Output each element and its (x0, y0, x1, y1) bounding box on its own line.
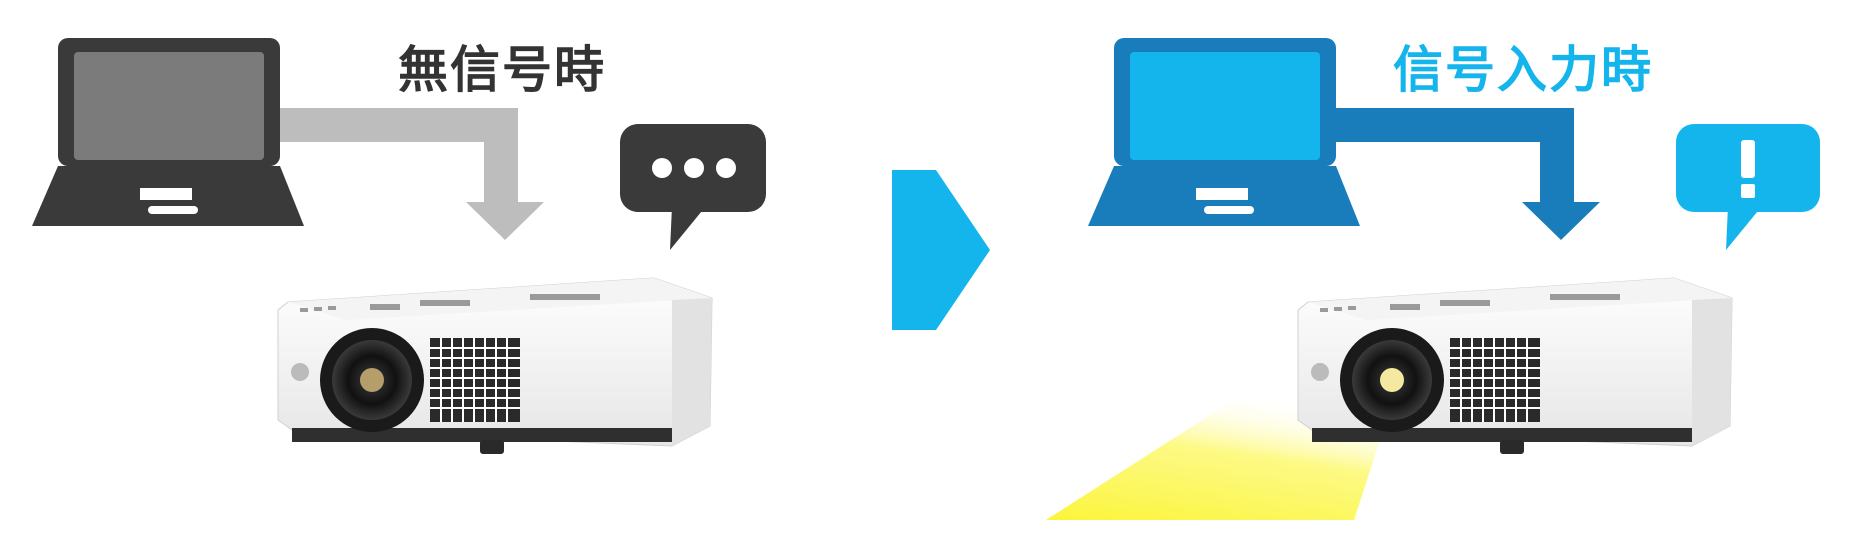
light-beam (1046, 380, 1380, 520)
exclamation-icon (1741, 140, 1755, 198)
panel-no-signal (32, 38, 766, 454)
laptop-icon (1088, 38, 1360, 226)
ellipsis-icon (652, 158, 736, 178)
laptop-icon (32, 38, 304, 226)
connector-arrow-gray (270, 108, 544, 240)
signal-input-label: 信号入力時 (1393, 41, 1653, 99)
panel-signal-input (1046, 38, 1820, 520)
projector-icon (1297, 277, 1733, 454)
speech-bubble-exclamation (1676, 124, 1820, 250)
projector-icon (277, 277, 713, 454)
speech-bubble-ellipsis (620, 124, 766, 250)
no-signal-label: 無信号時 (398, 41, 606, 99)
transition-arrow (892, 170, 990, 330)
connector-arrow-blue (1328, 108, 1600, 240)
